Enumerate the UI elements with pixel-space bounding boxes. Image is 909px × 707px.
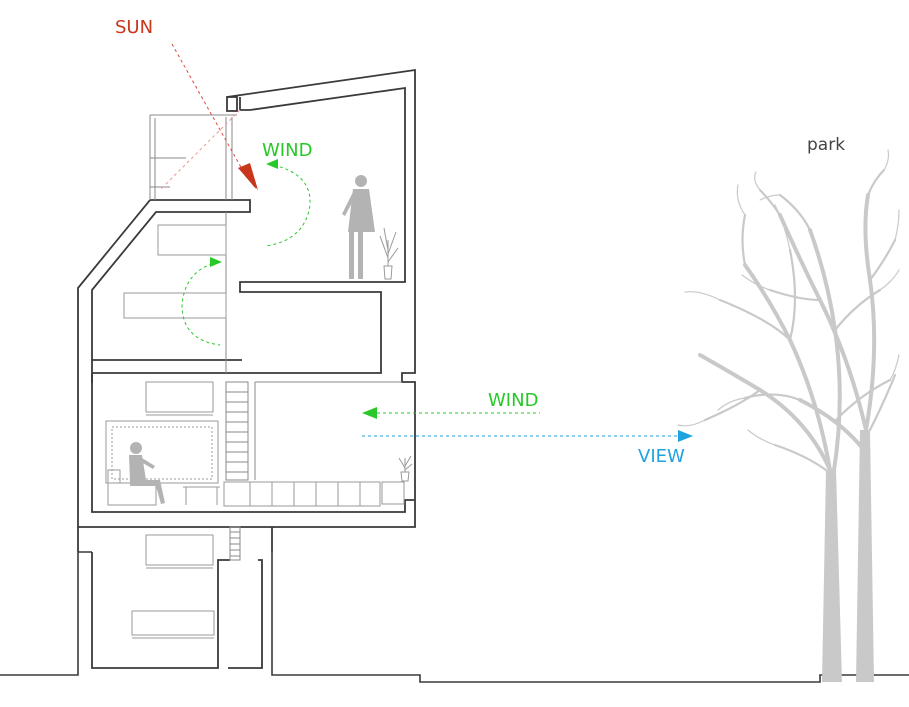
ground-line xyxy=(0,551,909,683)
building-section xyxy=(77,68,416,669)
wind-arrow-upper xyxy=(181,163,311,346)
tree-icon xyxy=(677,149,900,682)
sun-label: SUN xyxy=(115,17,153,38)
park-label: park xyxy=(807,135,845,155)
wind-label-lower: WIND xyxy=(488,390,538,411)
wind-label-upper: WIND xyxy=(262,140,312,161)
sun-ray-secondary xyxy=(159,109,241,191)
sun-arrow xyxy=(159,43,258,191)
person-icon xyxy=(129,442,165,504)
furniture xyxy=(105,224,405,639)
interior-lines xyxy=(149,114,402,561)
arrow-icon xyxy=(362,407,377,419)
plant-icon xyxy=(398,455,413,482)
plant-icon xyxy=(379,227,399,280)
view-label: VIEW xyxy=(638,446,685,467)
arrow-icon xyxy=(210,257,222,267)
wind-arrow-lower xyxy=(362,407,540,419)
person-icon xyxy=(342,175,375,279)
arrow-icon xyxy=(678,430,693,442)
view-arrow xyxy=(362,430,693,442)
arrow-icon xyxy=(266,159,278,169)
